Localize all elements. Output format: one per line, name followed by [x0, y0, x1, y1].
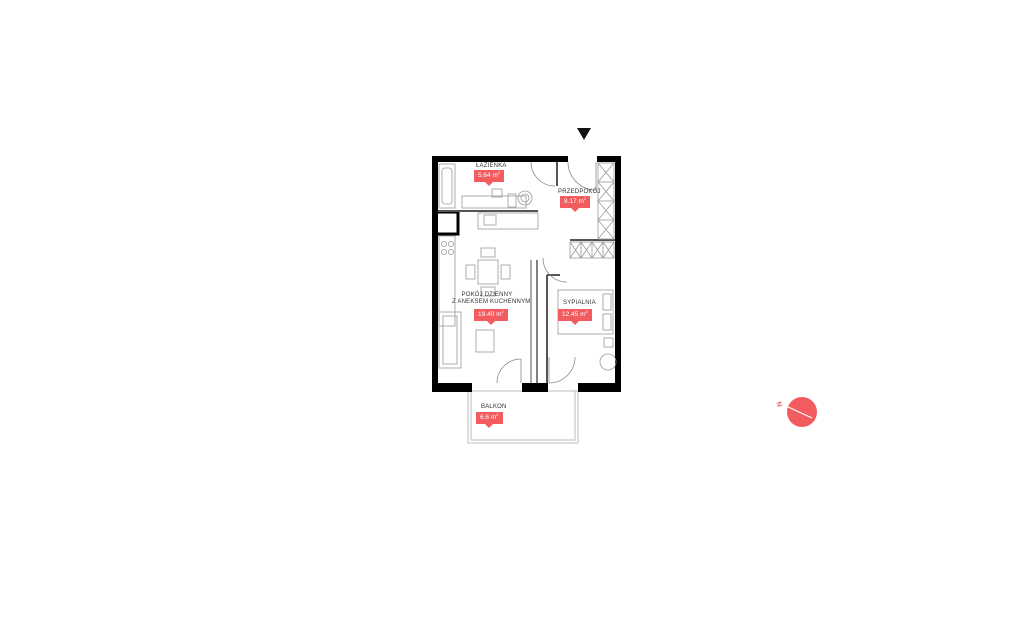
- area-badge-bedroom: 12.45 m2: [558, 309, 592, 325]
- room-label-line: POKÓJ DZIENNY: [461, 292, 513, 298]
- room-label-hallway: PRZEDPOKÓJ: [558, 189, 601, 195]
- room-label-bedroom: SYPIALNIA: [563, 300, 596, 306]
- bedroom-wardrobe: [569, 241, 615, 259]
- entrance-arrow-icon: [577, 128, 591, 140]
- room-label-balcony: BALKON: [481, 404, 507, 410]
- sofa: [438, 311, 495, 369]
- dining-table: [465, 247, 511, 297]
- interior-walls: [438, 162, 615, 383]
- doors: [496, 161, 597, 384]
- kitchen: [438, 212, 539, 327]
- outer-walls: [432, 156, 621, 392]
- area-badge-hallway: 8.17 m2: [560, 196, 591, 212]
- area-badge-balcony: 6.6 m2: [476, 412, 503, 428]
- room-label-line: Z ANEKSEM KUCHENNYM: [452, 299, 531, 305]
- bathroom-fixtures: [438, 163, 533, 209]
- area-badge-bathroom: 5.64 m2: [474, 170, 505, 186]
- room-label-living-room: POKÓJ DZIENNY Z ANEKSEM KUCHENNYM: [452, 292, 531, 306]
- room-label-bathroom: ŁAZIENKA: [476, 163, 507, 169]
- compass-icon: [785, 397, 817, 427]
- hallway-wardrobe: [597, 162, 615, 240]
- area-badge-living-room: 19.40 m2: [474, 309, 508, 325]
